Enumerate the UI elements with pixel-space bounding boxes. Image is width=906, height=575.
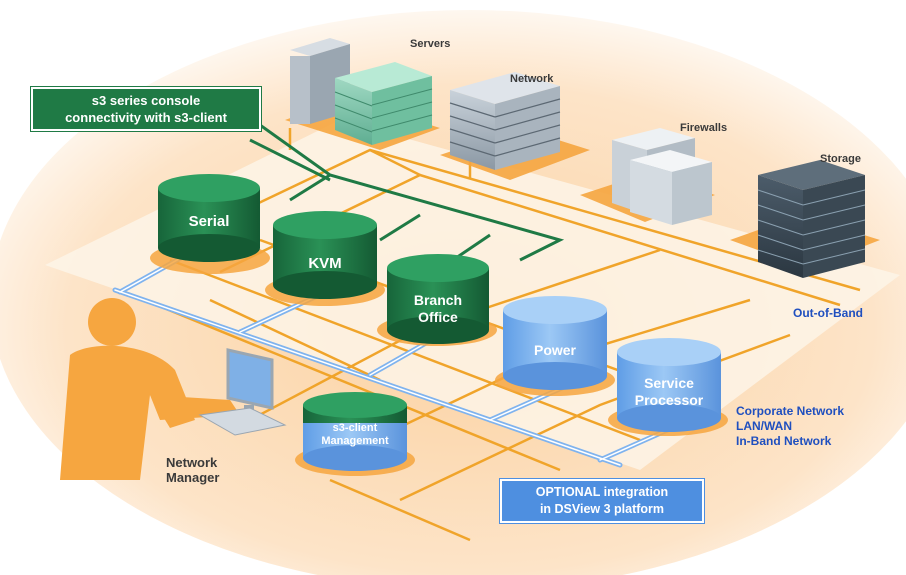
service-processor-cylinder xyxy=(617,338,721,432)
firewalls-label: Firewalls xyxy=(680,122,728,134)
out-of-band-label: Out-of-Band xyxy=(793,306,863,320)
corporate-network-label: Corporate Network LAN/WAN In-Band Networ… xyxy=(736,404,844,449)
s3-series-line2: connectivity with s3-client xyxy=(65,110,227,125)
s3-series-line1: s3 series console xyxy=(91,93,201,108)
optional-line1: OPTIONAL integration xyxy=(535,485,669,499)
storage-array-icon xyxy=(757,160,866,278)
network-manager-label: Network Manager xyxy=(166,455,219,485)
optional-integration-callout: OPTIONAL integration in DSView 3 platfor… xyxy=(500,479,704,523)
branch-office-cylinder xyxy=(387,254,489,344)
s3-client-management-cylinder xyxy=(303,392,407,471)
branch-office-line1: Branch xyxy=(413,292,463,308)
s3-client-line2: Management xyxy=(321,435,389,447)
lan-wan-line: LAN/WAN xyxy=(736,419,792,433)
optional-line2: in DSView 3 platform xyxy=(539,502,665,516)
corporate-network-line: Corporate Network xyxy=(736,404,845,418)
s3-client-line1: s3-client xyxy=(332,422,378,434)
network-label: Network xyxy=(510,73,554,85)
branch-office-label: Branch Office xyxy=(387,292,489,326)
power-cylinder xyxy=(503,296,607,390)
service-processor-label: Service Processor xyxy=(617,375,721,409)
kvm-cylinder xyxy=(273,211,377,299)
storage-label: Storage xyxy=(820,153,861,165)
branch-office-line2: Office xyxy=(418,309,458,325)
s3-client-label: s3-client Management xyxy=(303,422,407,448)
kvm-label: KVM xyxy=(308,255,342,272)
network-manager-line2: Manager xyxy=(166,470,220,485)
service-processor-line2: Processor xyxy=(634,392,704,408)
network-switch-icon xyxy=(449,72,561,170)
power-label: Power xyxy=(533,342,576,358)
keyboard-icon xyxy=(198,407,287,436)
servers-label: Servers xyxy=(410,38,451,50)
server-rack-icon xyxy=(290,38,433,145)
person-silhouette-icon xyxy=(60,298,240,480)
s3-series-callout: s3 series console connectivity with s3-c… xyxy=(31,87,261,131)
in-band-network-line: In-Band Network xyxy=(736,434,832,448)
network-manager-line1: Network xyxy=(166,455,218,470)
service-processor-line1: Service xyxy=(644,375,694,391)
serial-label: Serial xyxy=(188,213,230,230)
firewall-icon xyxy=(612,128,712,225)
serial-cylinder xyxy=(158,174,260,262)
